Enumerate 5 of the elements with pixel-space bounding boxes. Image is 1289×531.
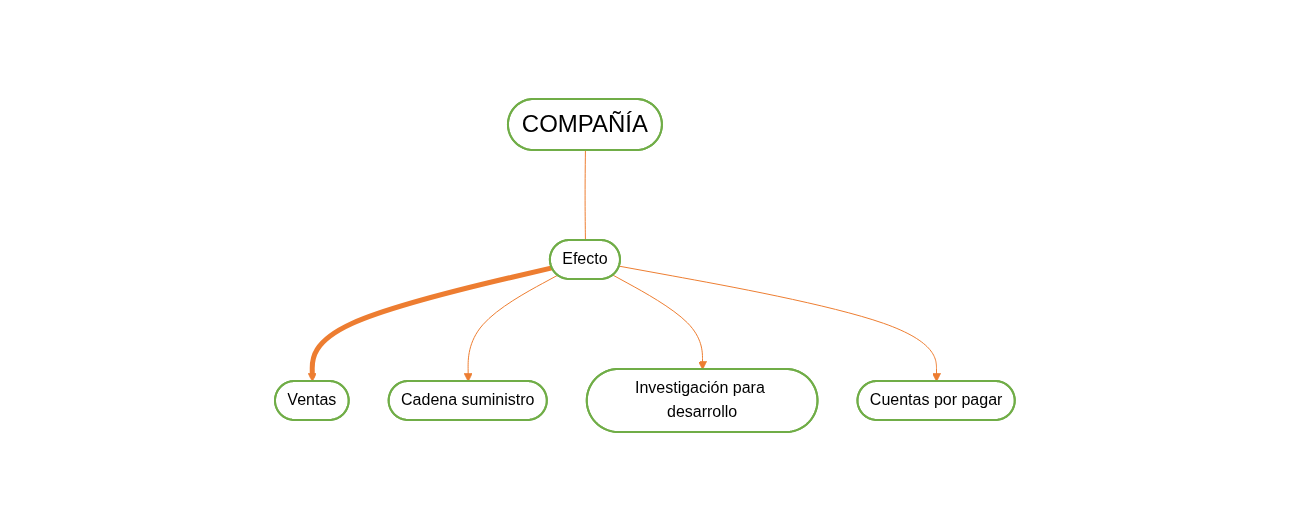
- arrow: [307, 265, 553, 382]
- connector: [584, 150, 586, 241]
- arrow: [618, 265, 941, 382]
- arrow: [463, 274, 558, 382]
- arrow: [612, 274, 707, 370]
